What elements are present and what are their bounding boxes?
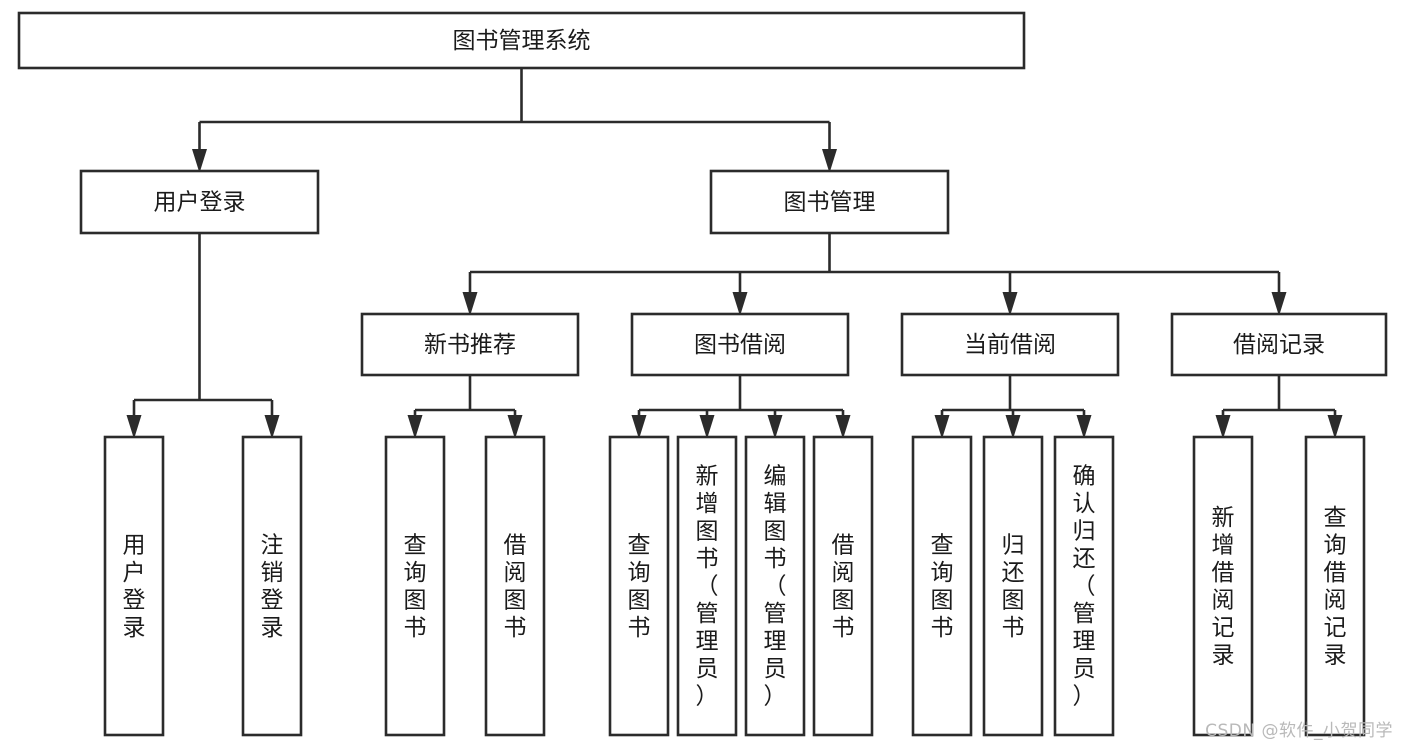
node-leaf-bb-add[interactable]: 新增图书（管理员）: [676, 435, 738, 737]
arrow-head-icon: [767, 415, 783, 439]
node-box: [1053, 435, 1115, 737]
node-label: 归还图书: [1002, 532, 1025, 641]
node-label: 新书推荐: [424, 332, 516, 358]
node-leaf-rec-borrow[interactable]: 借阅图书: [484, 435, 546, 737]
arrow-head-icon: [1005, 415, 1021, 439]
node-user-login[interactable]: 用户登录: [79, 169, 320, 235]
node-leaf-bb-edit[interactable]: 编辑图书（管理员）: [744, 435, 806, 737]
node-label: 图书管理系统: [453, 28, 591, 54]
arrow-head-icon: [631, 415, 647, 439]
node-label: 新增图书（管理员）: [696, 464, 719, 710]
node-label: 借阅图书: [832, 532, 855, 641]
node-book-manage[interactable]: 图书管理: [709, 169, 950, 235]
arrow-head-icon: [462, 292, 478, 316]
node-leaf-cb-query[interactable]: 查询图书: [911, 435, 973, 737]
node-box: [709, 169, 950, 235]
node-box: [103, 435, 165, 737]
node-box: [1192, 435, 1254, 737]
node-box: [360, 312, 580, 377]
arrow-head-icon: [1271, 292, 1287, 316]
node-label: 查询图书: [931, 532, 954, 641]
node-box: [900, 312, 1120, 377]
node-borrow-record[interactable]: 借阅记录: [1170, 312, 1388, 377]
arrow-head-icon: [1076, 415, 1092, 439]
node-label: 用户登录: [123, 532, 146, 641]
arrow-head-icon: [126, 415, 142, 439]
node-label: 图书管理: [784, 190, 876, 216]
node-label: 借阅图书: [504, 532, 527, 641]
node-root[interactable]: 图书管理系统: [17, 11, 1026, 70]
node-label: 查询图书: [628, 532, 651, 641]
arrow-head-icon: [1327, 415, 1343, 439]
node-box: [1304, 435, 1366, 737]
node-label: 注销登录: [261, 532, 284, 641]
node-leaf-br-add[interactable]: 新增借阅记录: [1192, 435, 1254, 737]
node-box: [1170, 312, 1388, 377]
node-label: 图书借阅: [694, 332, 786, 358]
node-box: [17, 11, 1026, 70]
node-leaf-user-login[interactable]: 用户登录: [103, 435, 165, 737]
connector-layer: [126, 68, 1343, 439]
node-label: 编辑图书（管理员）: [764, 464, 787, 710]
node-box: [608, 435, 670, 737]
node-leaf-bb-borrow[interactable]: 借阅图书: [812, 435, 874, 737]
arrow-head-icon: [507, 415, 523, 439]
node-leaf-rec-query[interactable]: 查询图书: [384, 435, 446, 737]
node-box: [484, 435, 546, 737]
node-box: [676, 435, 738, 737]
node-leaf-br-query[interactable]: 查询借阅记录: [1304, 435, 1366, 737]
node-box: [744, 435, 806, 737]
arrow-head-icon: [699, 415, 715, 439]
arrow-head-icon: [732, 292, 748, 316]
node-label: 确认归还（管理员）: [1073, 464, 1096, 710]
arrow-head-icon: [407, 415, 423, 439]
node-box: [630, 312, 850, 377]
node-box: [241, 435, 303, 737]
node-box: [911, 435, 973, 737]
arrow-head-icon: [1002, 292, 1018, 316]
node-box: [384, 435, 446, 737]
node-current-borrow[interactable]: 当前借阅: [900, 312, 1120, 377]
node-leaf-cb-return[interactable]: 归还图书: [982, 435, 1044, 737]
node-box: [812, 435, 874, 737]
node-label: 查询借阅记录: [1324, 505, 1347, 669]
node-leaf-user-logout[interactable]: 注销登录: [241, 435, 303, 737]
arrow-head-icon: [192, 149, 207, 173]
node-box: [79, 169, 320, 235]
node-box: [982, 435, 1044, 737]
node-layer: 图书管理系统用户登录图书管理新书推荐图书借阅当前借阅借阅记录用户登录注销登录查询…: [17, 11, 1388, 737]
node-label: 新增借阅记录: [1212, 505, 1235, 669]
arrow-head-icon: [822, 149, 837, 173]
node-label: 借阅记录: [1233, 332, 1325, 358]
arrow-head-icon: [264, 415, 280, 439]
arrow-head-icon: [934, 415, 950, 439]
arrow-head-icon: [835, 415, 851, 439]
node-book-borrow[interactable]: 图书借阅: [630, 312, 850, 377]
node-new-book-rec[interactable]: 新书推荐: [360, 312, 580, 377]
node-leaf-bb-query[interactable]: 查询图书: [608, 435, 670, 737]
node-label: 当前借阅: [964, 332, 1056, 358]
node-leaf-cb-confirm[interactable]: 确认归还（管理员）: [1053, 435, 1115, 737]
arrow-head-icon: [1215, 415, 1231, 439]
node-label: 查询图书: [404, 532, 427, 641]
node-label: 用户登录: [154, 190, 246, 216]
